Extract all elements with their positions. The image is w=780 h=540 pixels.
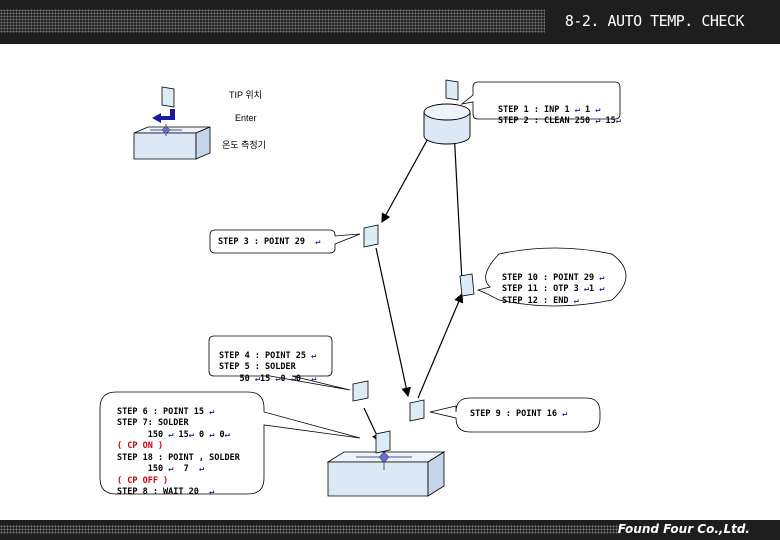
footer-dot-pattern <box>0 525 620 528</box>
step11-text: STEP 11 : OTP 3 <box>502 284 579 294</box>
enter-mark-icon: ↵ <box>290 373 296 384</box>
callout-step4-5 <box>208 335 351 391</box>
step5-value: 50 <box>239 373 250 384</box>
enter-mark-icon: ↵ <box>311 373 317 384</box>
page-title: 8-2. AUTO TEMP. CHECK <box>564 12 745 30</box>
callout-step4-5-text: STEP 4 : POINT 25 ↵ STEP 5 : SOLDER 50 ↵… <box>219 339 316 385</box>
callout-step3-text: STEP 3 : POINT 29 ↵ <box>218 237 320 249</box>
enter-mark-icon: ↵ <box>595 116 601 126</box>
step6-text: STEP 6 : POINT 15 <box>117 406 204 417</box>
header-dot-pattern <box>0 30 545 33</box>
cp-on-label: ( CP ON ) <box>117 441 164 451</box>
enter-key-icon <box>152 109 175 123</box>
tip-icon-station <box>375 430 391 454</box>
step5-text: STEP 5 : SOLDER <box>219 362 296 372</box>
diagram-canvas <box>99 79 627 497</box>
callout-step9-text: STEP 9 : POINT 16 ↵ <box>470 409 567 421</box>
enter-mark-icon: ↵ <box>599 284 605 294</box>
header-dot-pattern <box>0 18 545 21</box>
callout-step1-2 <box>460 81 621 120</box>
step2-value: 15 <box>605 116 616 126</box>
callout-step3 <box>209 229 361 254</box>
cp-off-label: ( CP OFF ) <box>117 475 169 486</box>
step1-text: STEP 1 : INP 1 <box>498 104 570 115</box>
header-dot-pattern <box>0 9 545 12</box>
step5-value: 0 <box>295 373 301 384</box>
enter-mark-icon: ↵ <box>615 116 621 126</box>
tip-icon-step10 <box>459 273 475 297</box>
enter-mark-icon: ↵ <box>209 429 215 440</box>
footer-dot-pattern <box>0 531 620 534</box>
thermometer-label: 온도 측정기 <box>222 140 266 150</box>
arrow-step10-to-clean <box>449 128 463 283</box>
tip-icon-step3 <box>363 224 379 248</box>
header-dot-pattern <box>0 15 545 18</box>
step7-value: 0 <box>198 429 205 440</box>
step7-value: 150 <box>147 429 164 440</box>
enter-mark-icon: ↵ <box>583 284 590 294</box>
step5-value: 15 <box>259 373 271 384</box>
enter-mark-icon: ↵ <box>168 429 174 440</box>
callout-step6-8 <box>99 391 361 495</box>
step7-value: 0 <box>219 429 225 440</box>
callout-step10-12-text: STEP 10 : POINT 29 ↵ STEP 11 : OTP 3 ↵1 … <box>502 261 604 307</box>
thermometer-station-small <box>133 124 211 160</box>
enter-mark-icon: ↵ <box>209 487 215 497</box>
step10-text: STEP 10 : POINT 29 <box>502 272 595 283</box>
enter-mark-icon: ↵ <box>595 104 601 115</box>
company-name: Found Four Co.,Ltd. <box>617 522 750 536</box>
step9-text: STEP 9 : POINT 16 <box>470 409 557 419</box>
enter-mark-icon: ↵ <box>599 272 605 283</box>
header-bar: 8-2. AUTO TEMP. CHECK <box>0 0 780 44</box>
step11-value: 1 <box>589 284 595 294</box>
step2-text: STEP 2 : CLEAN 250 <box>498 116 591 126</box>
step3-text: STEP 3 : POINT 29 <box>218 237 305 247</box>
step7-text: STEP 7: SOLDER <box>117 418 189 428</box>
enter-mark-icon: ↵ <box>562 409 568 419</box>
enter-mark-icon: ↵ <box>315 237 321 247</box>
arrow-step9-to-step10 <box>417 292 464 399</box>
callout-step10-12 <box>476 247 627 307</box>
enter-mark-icon: ↵ <box>188 429 194 440</box>
header-dot-pattern <box>0 21 545 24</box>
thermometer-station-large <box>326 450 446 497</box>
callout-step6-8-text: STEP 6 : POINT 15 ↵ STEP 7: SOLDER 150 ↵… <box>117 395 240 499</box>
tip-icon-clean <box>445 79 459 101</box>
header-dot-pattern <box>0 27 545 30</box>
enter-mark-icon: ↵ <box>198 464 205 474</box>
step18-text: STEP 18 : POINT , SOLDER <box>117 452 240 463</box>
cleaning-station <box>423 103 471 145</box>
enter-mark-icon: ↵ <box>254 373 260 384</box>
step7-value: 15 <box>178 429 189 440</box>
step1-value: 1 <box>585 104 591 115</box>
header-dot-pattern <box>0 24 545 27</box>
footer-bar: Found Four Co.,Ltd. <box>0 520 780 540</box>
tip-icon-step4 <box>352 380 369 402</box>
footer-dot-pattern <box>0 528 620 531</box>
tip-position-label: TIP 위치 <box>229 90 262 100</box>
enter-mark-icon: ↵ <box>311 350 317 361</box>
tip-icon-step9 <box>409 399 425 422</box>
enter-mark-icon: ↵ <box>168 464 174 474</box>
enter-label: Enter <box>235 113 257 123</box>
step8-text: STEP 8 : WAIT 20 <box>117 487 199 497</box>
step4-text: STEP 4 : POINT 25 <box>219 350 306 361</box>
enter-mark-icon: ↵ <box>573 295 579 306</box>
arrow-step3-to-step9 <box>375 247 411 398</box>
step12-text: STEP 12 : END <box>502 295 569 306</box>
step18-value: 7 <box>183 464 189 474</box>
step5-value: 0 <box>280 373 286 384</box>
enter-mark-icon: ↵ <box>574 104 580 115</box>
enter-mark-icon: ↵ <box>209 406 215 417</box>
callout-step9 <box>429 397 601 433</box>
callout-step1-2-text: STEP 1 : INP 1 ↵ 1 ↵ STEP 2 : CLEAN 250 … <box>498 93 621 128</box>
tip-icon-home <box>161 86 175 108</box>
enter-mark-icon: ↵ <box>224 429 230 440</box>
header-dot-pattern <box>0 12 545 15</box>
enter-mark-icon: ↵ <box>275 373 281 384</box>
step18-value: 150 <box>147 464 164 474</box>
